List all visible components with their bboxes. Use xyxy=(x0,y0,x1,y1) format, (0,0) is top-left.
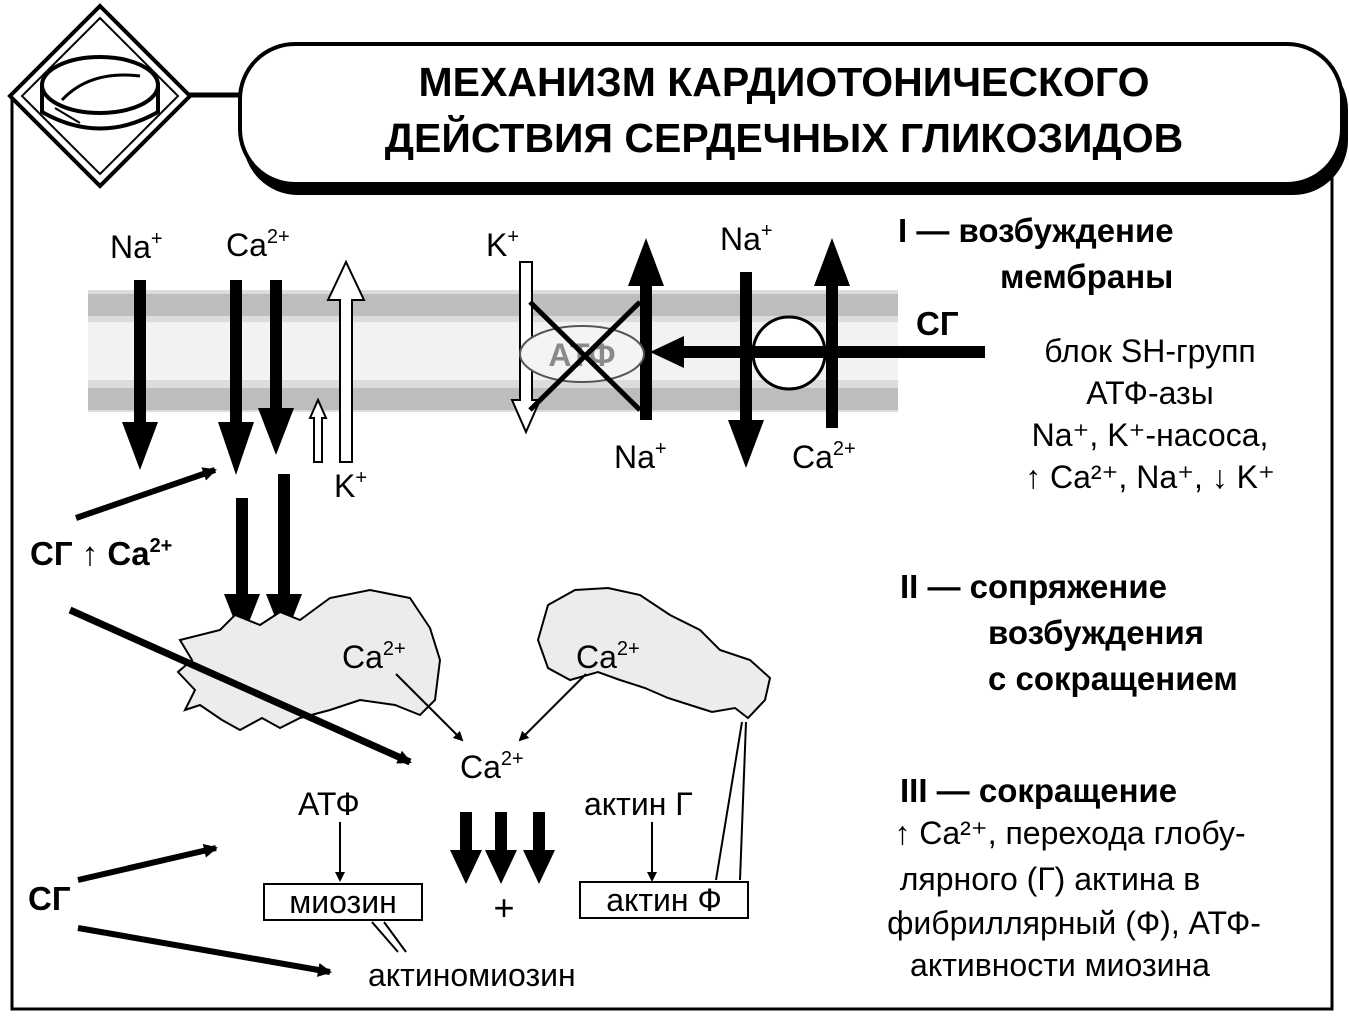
stage1-title-a: I — возбуждение xyxy=(898,212,1174,249)
label-actin-g: актин Г xyxy=(584,786,693,822)
stage2-title-line: II — сопряжение xyxy=(900,568,1167,605)
arrow-sg-ca-channel xyxy=(75,467,217,521)
title-box: МЕХАНИЗМ КАРДИОТОНИЧЕСКОГО ДЕЙСТВИЯ СЕРД… xyxy=(238,42,1348,195)
label-ca-reticulum-right: Ca2+ xyxy=(576,638,640,675)
arrow-ca-left-release xyxy=(395,673,464,742)
arrow-triple-contraction xyxy=(450,812,555,884)
stage2-title-line: с сокращением xyxy=(988,660,1238,697)
label-k-out: K+ xyxy=(334,467,367,504)
label-sg-bottom: СГ xyxy=(28,880,71,917)
stage3-desc: ↑ Ca²⁺, перехода глобу- лярного (Г) акти… xyxy=(887,815,1261,983)
sarcoplasmic-reticulum-right xyxy=(536,586,772,720)
arrow-small-hollow-up xyxy=(308,397,328,463)
stage1-desc-line: блок SH-групп xyxy=(1044,333,1255,369)
stage3-title: III — сокращение xyxy=(900,772,1177,809)
label-ca-exchanger: Ca2+ xyxy=(792,438,856,475)
label-ca-in: Ca2+ xyxy=(226,226,290,263)
arrow-ca-right-release xyxy=(518,673,587,742)
stage3-desc-line: ↑ Ca²⁺, перехода глобу- xyxy=(894,815,1245,851)
label-ca-reticulum-left: Ca2+ xyxy=(342,638,406,675)
stage3-desc-line: активности миозина xyxy=(910,947,1210,983)
label-na-in: Na+ xyxy=(110,228,163,265)
na-ca-exchanger xyxy=(728,238,850,468)
label-actomyosin: актиномиозин xyxy=(368,957,576,993)
actin-f-box xyxy=(579,881,749,919)
arrow-ca-influx-2 xyxy=(258,280,294,455)
arrow-sg-to-actomyosin xyxy=(77,925,332,977)
title-line1: МЕХАНИЗМ КАРДИОТОНИЧЕСКОГО xyxy=(419,59,1150,105)
arrow-k-efflux xyxy=(326,259,366,463)
arrow-ca-influx-1 xyxy=(218,280,254,475)
arrow-na-influx xyxy=(122,280,158,470)
logo xyxy=(7,3,193,189)
label-plus: + xyxy=(493,887,514,928)
atpase-pump: АТФ xyxy=(519,300,645,412)
title-line2: ДЕЙСТВИЯ СЕРДЕЧНЫХ ГЛИКОЗИДОВ xyxy=(385,115,1183,161)
arrow-sg-to-pump xyxy=(650,336,985,368)
label-k-pump: K+ xyxy=(486,226,519,263)
pointer-reticulum-to-actin-1 xyxy=(715,721,743,881)
stage2-title: II — сопряжение возбуждения с сокращение… xyxy=(900,568,1238,697)
stage1-desc-line: АТФ-азы xyxy=(1086,375,1213,411)
label-myosin: миозин xyxy=(289,884,397,920)
arrow-na-pump-out xyxy=(628,238,664,420)
sarcoplasmic-reticulum-left xyxy=(176,588,442,732)
myosin-box xyxy=(263,883,423,921)
block-cross-line-2 xyxy=(528,300,642,412)
arrow-sg-to-cytosol-ca xyxy=(68,606,412,766)
label-ca-cytosol: Ca2+ xyxy=(460,748,524,785)
label-sg-ca: СГ ↑ Ca2+ xyxy=(30,535,172,572)
pill-tablet-icon xyxy=(40,55,160,131)
arrow-sg-to-atf xyxy=(77,843,218,883)
label-sg-membrane: СГ xyxy=(916,305,959,342)
label-na-exchanger: Na+ xyxy=(720,220,773,257)
label-actin-f: актин Ф xyxy=(606,882,722,918)
stage3-desc-line: фибриллярный (Ф), АТФ- xyxy=(887,905,1261,941)
pointer-myosin-2 xyxy=(383,921,407,953)
stage3-desc-line: лярного (Г) актина в xyxy=(900,861,1201,897)
stage1-title-b: мембраны xyxy=(1000,258,1173,295)
label-na-pump-in: Na+ xyxy=(614,438,667,475)
stage1-desc-line: Na⁺, K⁺-насоса, xyxy=(1032,417,1269,453)
stage2-title-line: возбуждения xyxy=(988,614,1204,651)
label-atf: АТФ xyxy=(298,786,360,822)
pointer-reticulum-to-actin-2 xyxy=(739,721,747,881)
stage1-desc-line: ↑ Ca²⁺, Na⁺, ↓ K⁺ xyxy=(1025,459,1275,495)
stage1-desc: блок SH-групп АТФ-азы Na⁺, K⁺-насоса, ↑ … xyxy=(1025,333,1275,495)
pointer-myosin-1 xyxy=(371,921,399,953)
